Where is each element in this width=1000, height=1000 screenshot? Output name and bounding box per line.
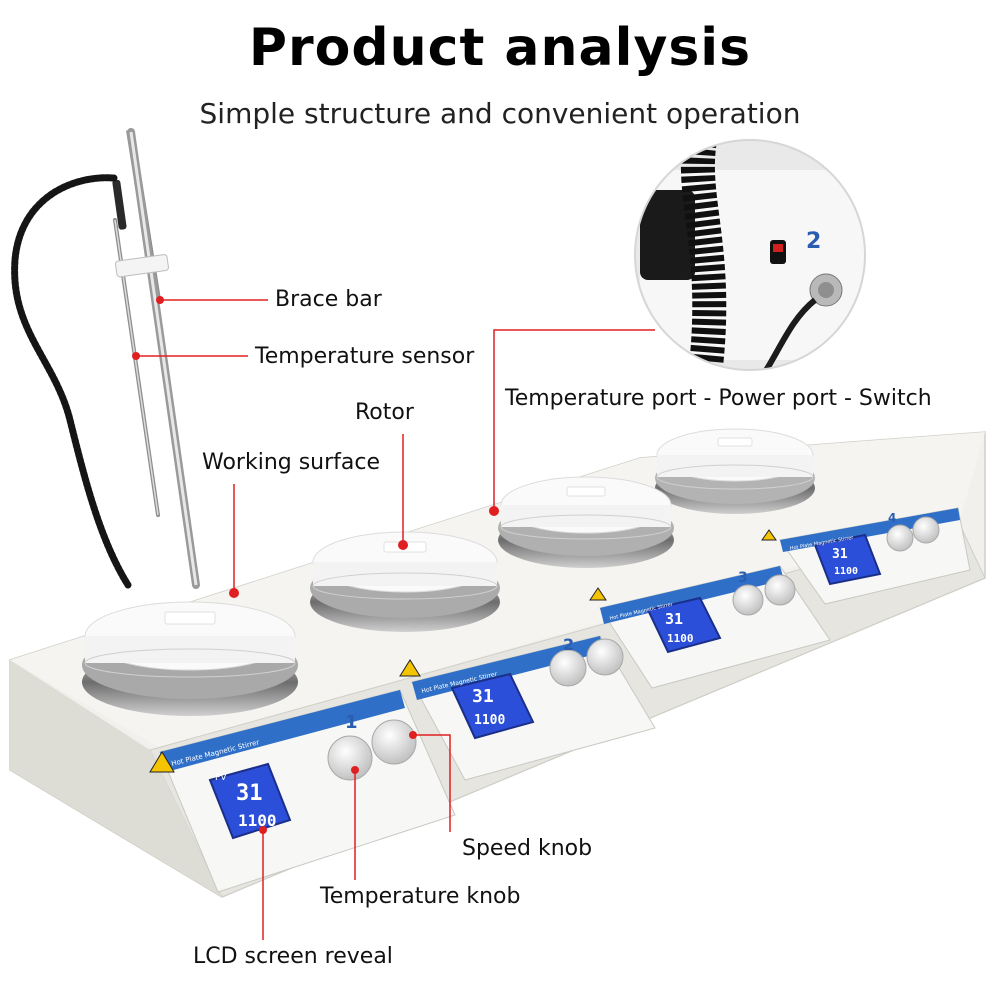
label-temperature-knob: Temperature knob — [320, 884, 521, 909]
hot-plate-4 — [655, 428, 815, 514]
lcd-1-pv: 31 — [236, 781, 263, 806]
lcd-4-pv: 31 — [832, 547, 848, 562]
label-lcd-screen: LCD screen reveal — [193, 944, 393, 969]
lcd-3-sv: 1100 — [667, 632, 694, 645]
unit-number-3: 3 — [738, 570, 748, 586]
page-subtitle: Simple structure and convenient operatio… — [199, 97, 801, 130]
sensor-cable — [11, 174, 132, 589]
label-rotor: Rotor — [355, 400, 414, 425]
label-working-surface: Working surface — [202, 450, 381, 475]
unit-number-4: 4 — [888, 511, 896, 525]
lcd-3-pv: 31 — [665, 610, 683, 628]
label-ports: Temperature port - Power port - Switch — [505, 386, 932, 411]
page-title: Product analysis — [248, 18, 752, 78]
lcd-1-pv-label: PV — [215, 773, 227, 783]
temperature-sensor-probe — [112, 179, 169, 517]
label-temperature-sensor: Temperature sensor — [255, 344, 475, 369]
lcd-2-pv: 31 — [472, 686, 494, 707]
unit-number-1: 1 — [345, 712, 358, 733]
hot-plate-3 — [498, 476, 674, 568]
hot-plate-1 — [82, 601, 298, 716]
label-speed-knob: Speed knob — [462, 836, 593, 861]
inset-number: 2 — [806, 229, 821, 254]
warning-icon — [149, 529, 777, 773]
unit-number-2: 2 — [563, 635, 574, 654]
lcd-4-sv: 1100 — [834, 566, 858, 577]
callout-dots — [132, 296, 499, 834]
lcd-2-sv: 1100 — [474, 713, 505, 728]
lcd-1-sv: 1100 — [238, 811, 277, 830]
label-brace-bar: Brace bar — [275, 287, 382, 312]
port-inset: 2 — [635, 140, 865, 370]
callout-lines — [136, 299, 655, 940]
knobs — [327, 516, 940, 781]
hot-plate-2 — [310, 531, 500, 632]
